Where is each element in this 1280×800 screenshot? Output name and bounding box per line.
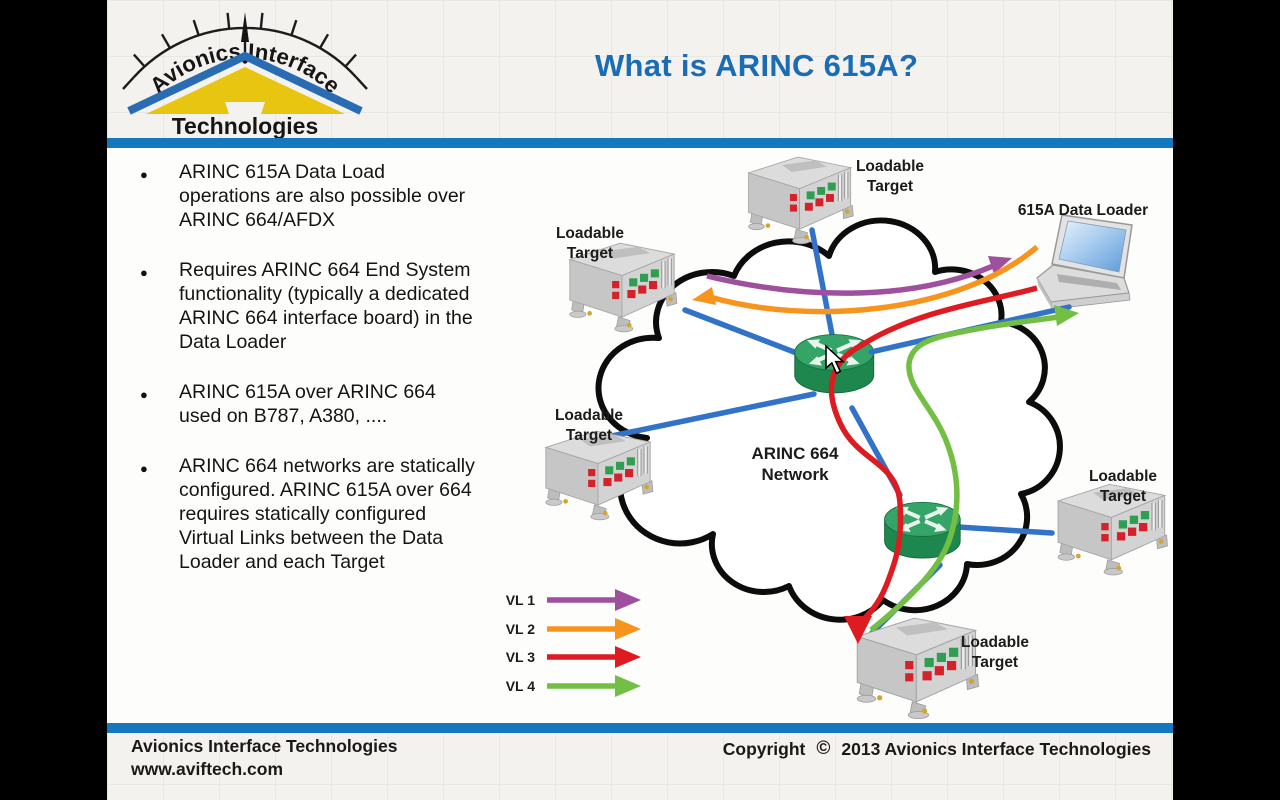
data-loader-label: 615A Data Loader xyxy=(1018,202,1148,219)
copyright-symbol-icon: © xyxy=(816,738,831,759)
footer-copyright: Copyright © 2013 Avionics Interface Tech… xyxy=(723,738,1151,760)
svg-text:Loadable: Loadable xyxy=(1089,468,1157,485)
bullet-item: ARINC 664 networks are statically config… xyxy=(137,454,499,574)
footer-divider-bar xyxy=(107,723,1173,733)
target-label: Loadable Target xyxy=(1089,468,1157,505)
svg-text:Loadable: Loadable xyxy=(856,158,924,175)
copyright-prefix: Copyright xyxy=(722,738,806,759)
legend-row-vl2: VL 2 xyxy=(506,618,641,640)
network-label: ARINC 664 Network xyxy=(752,444,839,484)
bullet-item: ARINC 615A Data Load operations are also… xyxy=(137,160,499,232)
svg-text:VL 4: VL 4 xyxy=(506,678,536,694)
svg-text:Network: Network xyxy=(761,465,829,484)
vl-legend: VL 1 VL 2 VL 3 VL 4 xyxy=(506,589,641,697)
svg-text:Loadable: Loadable xyxy=(556,225,624,242)
svg-text:ARINC 664: ARINC 664 xyxy=(752,444,839,463)
vl4-arrow xyxy=(869,305,1079,633)
network-diagram: Loadable Target Loadable Target Loadable… xyxy=(506,0,1173,800)
svg-text:Loadable: Loadable xyxy=(961,634,1029,651)
copyright-text: 2013 Avionics Interface Technologies xyxy=(841,738,1151,759)
svg-text:Target: Target xyxy=(867,178,913,195)
legend-row-vl3: VL 3 xyxy=(506,646,641,668)
logo-roof-triangle xyxy=(146,67,345,114)
bullet-item: Requires ARINC 664 End System functional… xyxy=(137,258,499,354)
legend-row-vl4: VL 4 xyxy=(506,675,641,697)
logo-line2: Technologies xyxy=(172,113,319,138)
company-logo: Avionics Interface Technologies xyxy=(122,12,368,138)
footer-company: Avionics Interface Technologies xyxy=(131,736,398,756)
footer-website: www.aviftech.com xyxy=(131,759,284,779)
target-label: Loadable Target xyxy=(856,158,924,195)
network-link-line xyxy=(809,227,837,348)
target-label: Loadable Target xyxy=(555,407,623,444)
bullet-item: ARINC 615A over ARINC 664 used on B787, … xyxy=(137,380,499,428)
svg-text:VL 2: VL 2 xyxy=(506,621,536,637)
svg-text:Target: Target xyxy=(567,245,613,262)
gauge-needle-icon xyxy=(241,12,249,42)
legend-row-vl1: VL 1 xyxy=(506,589,641,611)
page-title: What is ARINC 615A? xyxy=(595,48,919,83)
vl3-arrow xyxy=(828,285,1038,644)
network-link-line xyxy=(955,524,1055,536)
vl1-arrow xyxy=(706,256,1012,296)
target-label: Loadable Target xyxy=(556,225,624,262)
svg-text:Loadable: Loadable xyxy=(555,407,623,424)
svg-text:VL 3: VL 3 xyxy=(506,649,536,665)
svg-text:Target: Target xyxy=(1100,488,1146,505)
mouse-cursor-icon xyxy=(825,344,845,375)
network-link-line xyxy=(604,391,817,440)
header-divider-bar xyxy=(107,138,1173,148)
svg-text:Target: Target xyxy=(566,427,612,444)
svg-text:VL 1: VL 1 xyxy=(506,592,536,608)
network-link-line xyxy=(682,307,810,360)
slide: Avionics Interface Technologies What is … xyxy=(107,0,1173,800)
bullet-list: ARINC 615A Data Load operations are also… xyxy=(137,160,499,600)
vl2-arrow xyxy=(692,244,1039,315)
logo-roof-blue-stripe xyxy=(127,51,363,115)
lru-target-icon xyxy=(749,157,854,244)
target-label: Loadable Target xyxy=(961,634,1029,671)
svg-text:Target: Target xyxy=(972,654,1018,671)
footer-company-block: Avionics Interface Technologies www.avif… xyxy=(131,735,397,781)
laptop-icon xyxy=(1036,214,1133,310)
